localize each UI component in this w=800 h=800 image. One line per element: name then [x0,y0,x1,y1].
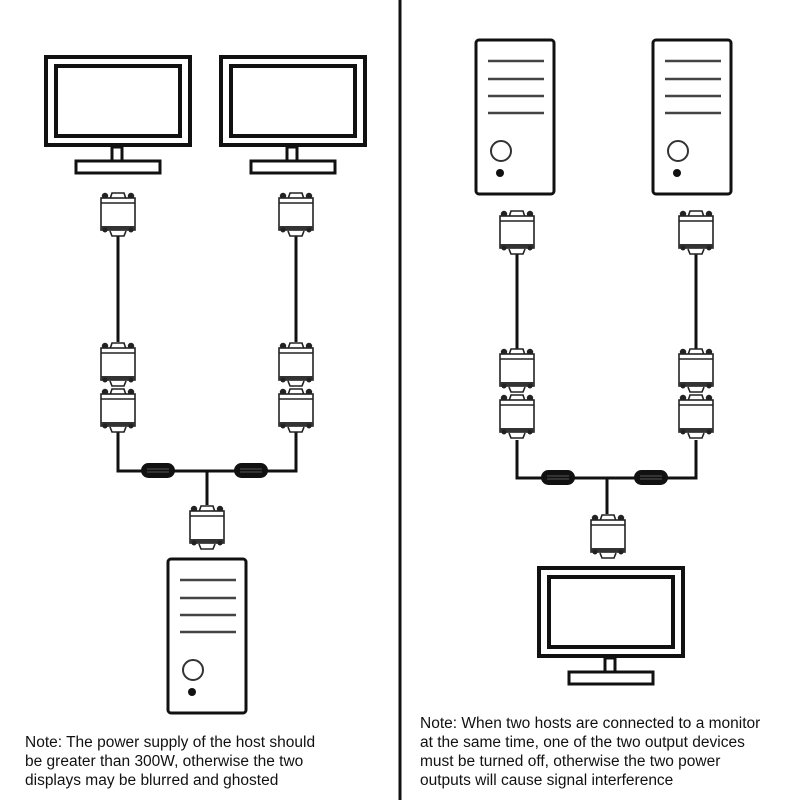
vga-connector-icon [100,341,136,387]
note-line: be greater than 300W, otherwise the two [25,753,304,770]
vga-connector-icon [100,387,136,433]
vga-connector-icon [590,513,626,559]
monitor-icon [219,55,367,175]
pc-tower-icon [474,38,556,196]
note-left: Note: The power supply of the host shoul… [25,733,385,790]
ferrite-core-icon [540,469,576,486]
vga-connector-icon [678,393,714,439]
note-line: must be turned off, otherwise the two po… [420,753,721,770]
vga-connector-icon [100,192,136,237]
pc-tower-icon [166,557,248,715]
vga-connector-icon [499,210,535,255]
vga-connector-icon [678,347,714,393]
vga-connector-icon [189,504,225,550]
monitor-icon [537,566,685,686]
vga-connector-icon [278,341,314,387]
vga-connector-icon [278,387,314,433]
ferrite-core-icon [233,462,269,479]
right-cables [515,254,698,514]
monitor-icon [44,55,192,175]
note-line: displays may be blurred and ghosted [25,772,279,789]
left-cables [116,236,298,505]
note-line: Note: When two hosts are connected to a … [420,715,761,732]
vga-connector-icon [499,347,535,393]
left-panel [44,55,367,715]
ferrite-core-icon [633,469,669,486]
note-line: Note: The power supply of the host shoul… [25,734,316,751]
vga-connector-icon [678,210,714,255]
vga-connector-icon [499,393,535,439]
vga-connector-icon [278,192,314,237]
note-line: at the same time, one of the two output … [420,734,745,751]
note-line: outputs will cause signal interference [420,772,674,789]
pc-tower-icon [651,38,733,196]
right-panel [474,38,733,686]
ferrite-core-icon [140,462,176,479]
note-right: Note: When two hosts are connected to a … [420,714,800,790]
